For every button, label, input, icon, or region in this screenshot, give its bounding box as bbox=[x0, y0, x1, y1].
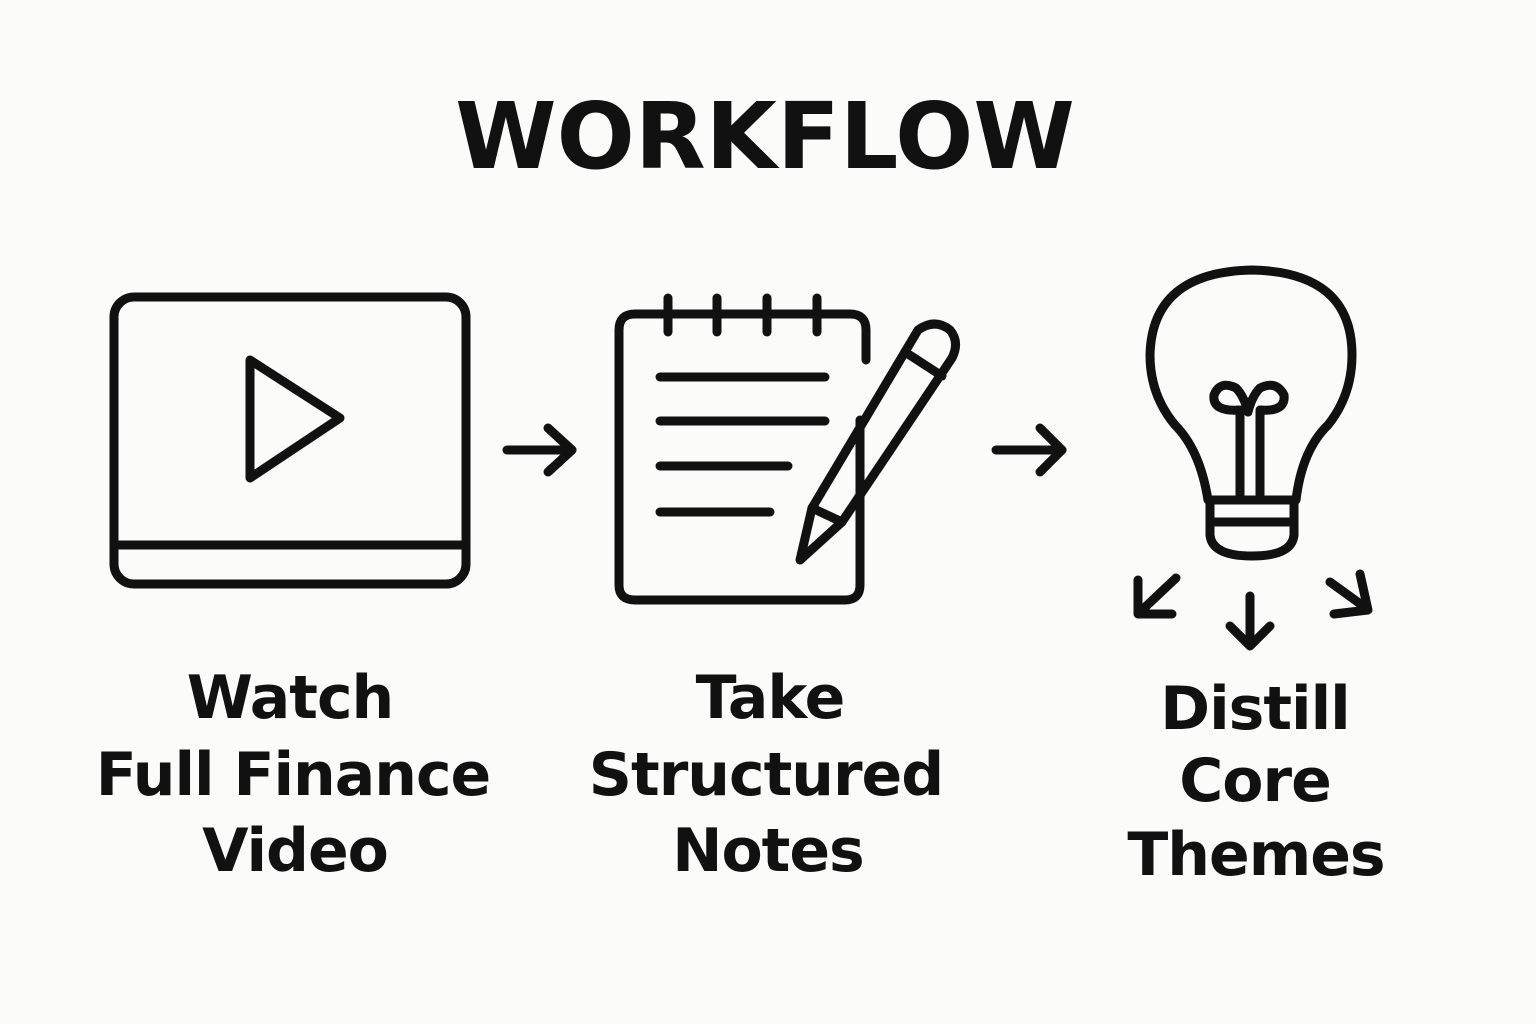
arrow-down-icon bbox=[1225, 591, 1275, 651]
label-line: Distill bbox=[1160, 674, 1349, 744]
lightbulb-icon bbox=[1145, 265, 1357, 561]
step-label-watch: Watch Full Finance Video bbox=[96, 663, 491, 886]
label-line: Full Finance bbox=[96, 740, 490, 810]
label-line: Notes bbox=[672, 816, 864, 886]
label-line: Video bbox=[202, 816, 388, 886]
step-label-distill: Distill Core Themes bbox=[1127, 674, 1385, 890]
video-player-icon bbox=[109, 292, 471, 589]
label-line: Core bbox=[1179, 746, 1331, 816]
step-label-notes: Take Structured Notes bbox=[589, 663, 944, 886]
arrow-down-right-icon bbox=[1325, 569, 1373, 619]
label-line: Watch bbox=[187, 663, 394, 733]
notepad-pencil-icon bbox=[614, 293, 960, 605]
label-line: Themes bbox=[1127, 820, 1384, 890]
arrow-down-left-icon bbox=[1133, 573, 1181, 619]
label-line: Structured bbox=[589, 740, 943, 810]
label-line: Take bbox=[696, 663, 845, 733]
arrow-right-icon bbox=[991, 423, 1067, 477]
diagram-title: WORKFLOW bbox=[455, 83, 1075, 190]
arrow-right-icon bbox=[502, 423, 577, 477]
